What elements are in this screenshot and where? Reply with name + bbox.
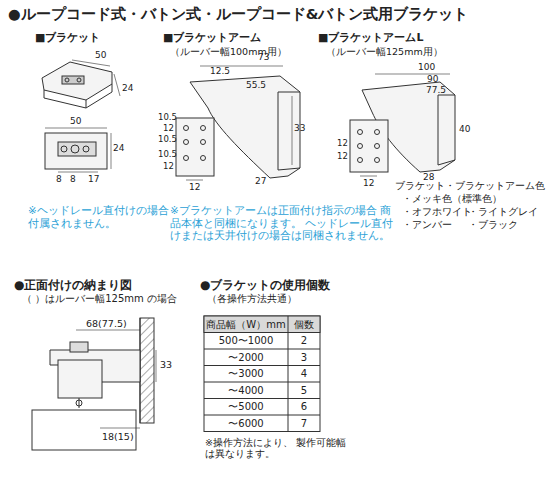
text-label: ・ブラック	[468, 219, 518, 230]
text-label: 10.5	[158, 112, 177, 122]
text-label: 24	[122, 83, 133, 94]
text-label: 10.5	[158, 149, 177, 159]
text-label: ・メッキ色（標準色）	[402, 193, 502, 204]
text-label: ・アンバー	[402, 219, 452, 230]
table-cell: 〜4000	[205, 385, 287, 397]
text-label: ■ブラケットアーム	[163, 31, 261, 44]
text-label: 24	[113, 143, 124, 154]
text-label: ●正面付けの納まり図	[14, 278, 132, 292]
text-label: 18(15)	[102, 431, 134, 442]
table-cell: 500〜1000	[205, 335, 287, 347]
text-label: 33	[294, 123, 305, 134]
page-title: ●ループコード式・バトン式・ループコード&バトン式用ブラケット	[8, 6, 468, 23]
table-cell: 2	[289, 335, 319, 347]
text-label: 17	[88, 174, 99, 185]
table-cell: 個数	[289, 319, 319, 331]
text-label: 90	[427, 74, 438, 85]
text-label: （ ）はルーバー幅125mm の場合	[22, 293, 177, 305]
text-label: ・ライトグレイ	[468, 206, 538, 217]
text-label: 12	[337, 151, 348, 161]
text-label: ・オフホワイト	[402, 206, 472, 217]
table-cell: 3	[289, 352, 319, 364]
table-cell: 4	[289, 368, 319, 380]
table-cell: 商品幅（W）mm	[205, 319, 287, 331]
text-label: ブラケット・ブラケットアーム色	[395, 180, 545, 191]
text-label: 73	[258, 52, 269, 63]
text-label: 40	[459, 124, 470, 135]
note-text: ※ヘッドレール直付けの場合 付属されません。	[28, 204, 178, 229]
table-cell: 〜6000	[205, 418, 287, 430]
text-label: 50	[70, 116, 81, 127]
text-label: 77.5	[426, 85, 446, 96]
text-label: 8	[70, 174, 76, 185]
table-cell: 〜3000	[205, 368, 287, 380]
text-label: 12	[337, 138, 348, 148]
text-label: 8	[56, 174, 62, 185]
text-label: 33	[160, 359, 172, 370]
table-cell: 〜5000	[205, 401, 287, 413]
text-label: 50	[95, 50, 106, 61]
text-label: 55.5	[246, 80, 266, 91]
text-label: ■ブラケット	[35, 31, 100, 44]
table-cell: 6	[289, 401, 319, 413]
text-label: 12	[163, 123, 174, 133]
text-label: （各操作方法共通）	[207, 293, 297, 305]
table-cell: 5	[289, 385, 319, 397]
text-label: （ルーバー幅125mm用）	[326, 46, 443, 57]
text-label: 27	[255, 176, 266, 187]
note-text: ※ブラケットアームは正面付け指示の場合 商品本体と同梱になります。 ヘッドレール…	[170, 204, 395, 242]
text-label: 12	[363, 178, 374, 189]
text-label: 12	[163, 161, 174, 171]
text-label: 68(77.5)	[86, 318, 127, 329]
text-label: 10.5	[158, 134, 177, 144]
table-cell: 7	[289, 418, 319, 430]
table-cell: 〜2000	[205, 352, 287, 364]
text-label: ●ブラケットの使用個数	[200, 278, 330, 292]
text-label: ■ブラケットアームL	[318, 31, 423, 44]
text-label: 100	[418, 62, 435, 73]
text-label: ※操作方法により、 製作可能幅は異なります。	[205, 437, 355, 460]
text-label: 12.5	[210, 66, 230, 77]
text-label: 12	[189, 182, 200, 193]
